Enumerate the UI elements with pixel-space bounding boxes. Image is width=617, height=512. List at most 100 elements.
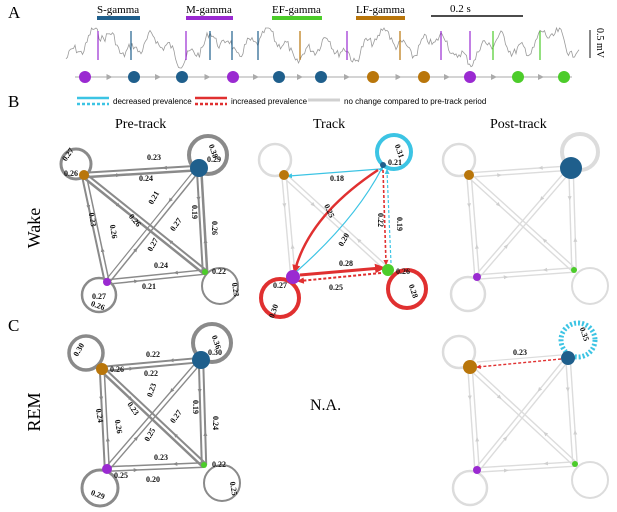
edge-lf-m-value: 0.23 bbox=[87, 212, 98, 227]
edge-arrow-lf-ef bbox=[115, 202, 121, 208]
network-rem-post-track: 0.230.35 bbox=[441, 320, 609, 507]
self-m-value: 0.30 bbox=[267, 303, 280, 319]
edge-arrow-s-m bbox=[539, 195, 545, 201]
panel-c-header: C REM N.A. bbox=[8, 316, 341, 432]
edge-s-lf bbox=[101, 356, 201, 368]
edge-lf-ef bbox=[468, 368, 574, 467]
edge-ef-m bbox=[476, 267, 574, 276]
edge-ef-m-increased bbox=[296, 272, 382, 284]
edge-arrow-lf-ef bbox=[127, 396, 133, 401]
node-lf-gamma bbox=[96, 363, 108, 375]
edge-ef-m bbox=[106, 462, 204, 468]
time-scale-label: 0.2 s bbox=[450, 3, 471, 15]
node-s-gamma bbox=[561, 351, 575, 365]
node-s-gamma bbox=[380, 162, 386, 168]
edge-ef-m bbox=[476, 461, 575, 469]
timeline-arrow bbox=[204, 74, 211, 80]
legend-s-gamma-swatch bbox=[97, 16, 140, 20]
self-loop-ef bbox=[203, 464, 241, 502]
self-loop-s bbox=[187, 134, 229, 176]
node-s-value: 0.30 bbox=[208, 348, 222, 357]
edge-lf-s-value: 0.22 bbox=[146, 350, 160, 359]
edge-m-ef-value: 0.28 bbox=[339, 259, 353, 268]
edge-ef-s bbox=[199, 167, 209, 272]
state-dot-s bbox=[273, 71, 285, 83]
self-s-value: 0.38 bbox=[207, 143, 220, 159]
edge-m-s bbox=[478, 358, 571, 472]
timeline-arrow bbox=[395, 74, 402, 80]
edge-arrow-m-s bbox=[133, 247, 138, 253]
node-lf-value: 0.26 bbox=[110, 365, 124, 374]
edge-s-ef-value: 0.19 bbox=[190, 205, 199, 219]
edge-lf-s-nochange bbox=[476, 354, 562, 363]
edge-ef-s-value: 0.24 bbox=[211, 416, 220, 430]
self-ef-value: 0.23 bbox=[230, 282, 241, 297]
timeline-arrow bbox=[444, 74, 450, 80]
state-dot-m bbox=[79, 71, 91, 83]
title-post-track: Post-track bbox=[490, 117, 547, 132]
edge-s-m bbox=[104, 166, 198, 281]
self-loop-m bbox=[451, 469, 489, 507]
state-dot-ef bbox=[512, 71, 524, 83]
edge-arrow-lf-ef bbox=[495, 201, 501, 207]
edge-ef-s bbox=[202, 359, 208, 465]
edge-s-lf-value: 0.22 bbox=[144, 369, 158, 378]
panel-a: A S-gamma M-gamma EF-gamma LF-gamma 0.2 … bbox=[8, 3, 605, 83]
row-label-rem: REM bbox=[24, 392, 44, 431]
edge-s-ef bbox=[565, 358, 574, 465]
edge-s-m bbox=[104, 358, 200, 469]
edge-s-ef bbox=[568, 168, 573, 271]
node-ef-gamma bbox=[202, 269, 208, 275]
panel-a-letter: A bbox=[8, 3, 21, 22]
node-s-gamma bbox=[190, 159, 208, 177]
edge-s-ef bbox=[195, 168, 204, 273]
node-m-value: 0.27 bbox=[273, 281, 287, 290]
edge-m-ef-increased bbox=[299, 263, 386, 277]
self-loop-ef bbox=[201, 267, 239, 305]
node-ef-value: 0.26 bbox=[396, 267, 410, 276]
edge-arrow-lf-m bbox=[86, 203, 91, 210]
self-loop-lf bbox=[257, 142, 293, 178]
self-m-value: 0.29 bbox=[90, 488, 106, 501]
edge-s-lf-value: 0.18 bbox=[330, 174, 344, 183]
node-ef-gamma bbox=[572, 461, 578, 467]
edge-ef-s-value: 0.19 bbox=[395, 217, 404, 231]
edge-arrow-s-m bbox=[169, 387, 175, 393]
edge-arrow-m-s bbox=[503, 244, 509, 250]
title-pre-track: Pre-track bbox=[115, 117, 166, 132]
node-lf-gamma bbox=[463, 360, 477, 374]
edge-ef-s-decreased bbox=[384, 168, 392, 264]
edge-s-lf-increased bbox=[475, 358, 562, 369]
edge-ef-m-value: 0.25 bbox=[329, 283, 343, 292]
edge-m-ef bbox=[477, 465, 576, 473]
edge-m-lf bbox=[285, 174, 296, 277]
edge-lf-m bbox=[281, 175, 292, 278]
state-dot-m bbox=[227, 71, 239, 83]
node-m-value: 0.27 bbox=[92, 292, 106, 301]
edge-ef-lf bbox=[84, 172, 208, 272]
self-loop-m bbox=[80, 276, 118, 314]
state-markers bbox=[97, 31, 541, 60]
edge-arrow-ef-lf bbox=[356, 238, 362, 244]
edge-ef-lf-value: 0.27 bbox=[145, 236, 160, 253]
self-m-value: 0.26 bbox=[90, 299, 106, 312]
panel-c-letter: C bbox=[8, 316, 19, 335]
node-s-value: 0.29 bbox=[207, 155, 221, 164]
state-dot-s bbox=[128, 71, 140, 83]
edge-m-ef bbox=[107, 273, 206, 285]
self-s-value: 0.36 bbox=[210, 334, 223, 350]
self-ef-value: 0.28 bbox=[407, 283, 420, 299]
node-ef-gamma bbox=[201, 462, 207, 468]
edge-ef-m bbox=[106, 269, 205, 281]
state-dot-s bbox=[315, 71, 327, 83]
timeline-arrow bbox=[491, 74, 497, 80]
edge-s-lf-decreased bbox=[286, 168, 381, 179]
edge-ef-m-value: 0.21 bbox=[142, 282, 156, 291]
edge-arrow-m-lf bbox=[100, 247, 105, 254]
edge-lf-s-value: 0.23 bbox=[147, 153, 161, 162]
lfp-trace bbox=[65, 26, 580, 69]
edge-ef-s bbox=[569, 357, 578, 464]
